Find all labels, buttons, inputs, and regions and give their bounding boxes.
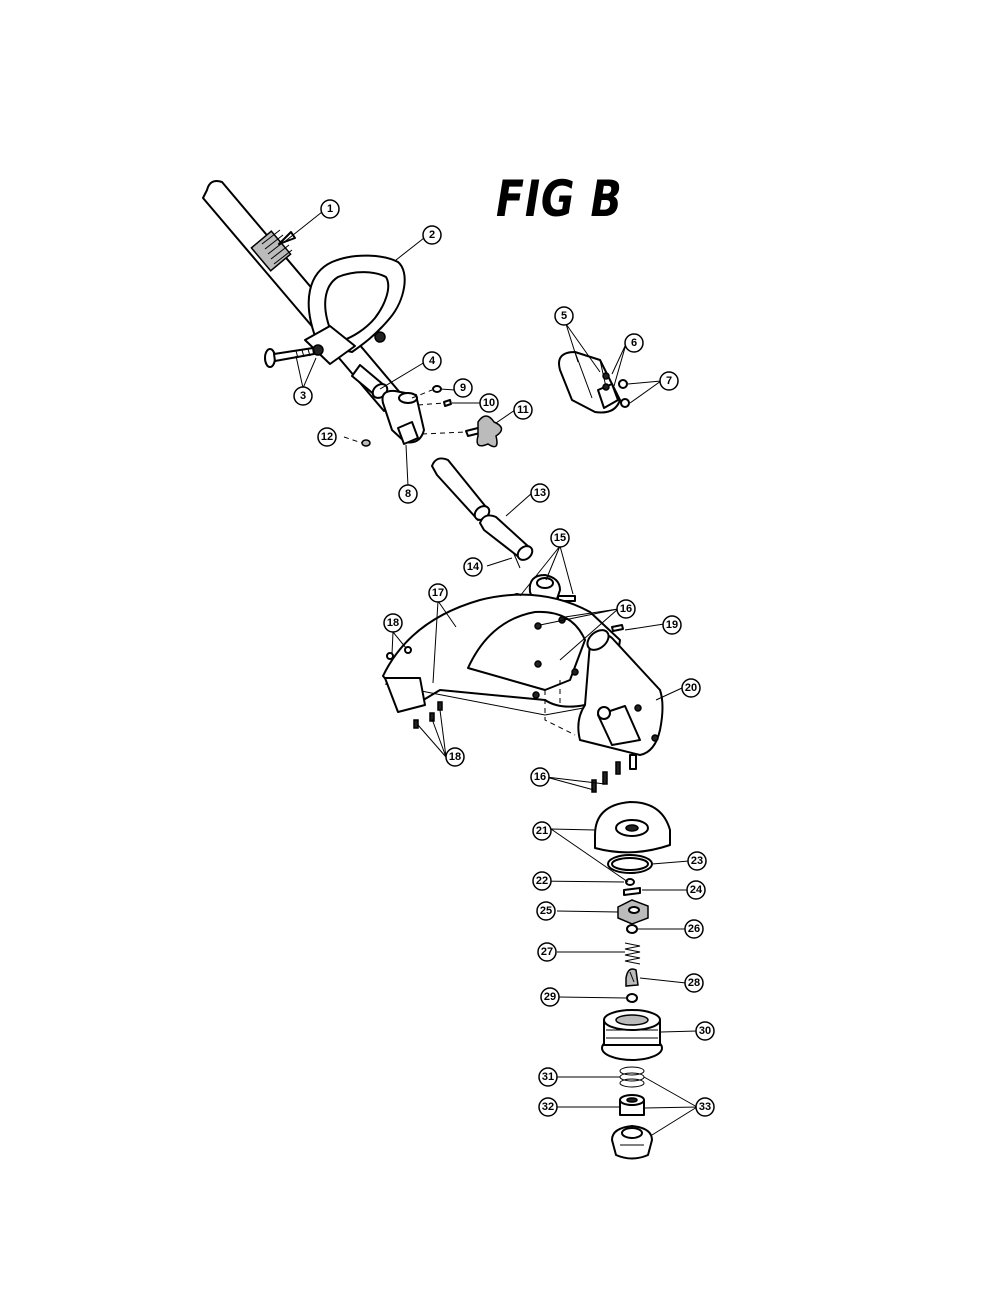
clamp-detail — [558, 351, 630, 414]
callout-23: 23 — [687, 851, 707, 871]
svg-text:28: 28 — [688, 977, 700, 989]
callout-13: 13 — [530, 483, 550, 503]
callout-26: 26 — [684, 919, 704, 939]
svg-text:3: 3 — [300, 390, 306, 402]
callout-20: 20 — [681, 678, 701, 698]
svg-text:20: 20 — [685, 682, 697, 694]
svg-text:18: 18 — [387, 617, 399, 629]
svg-text:1: 1 — [327, 203, 333, 215]
guard-screws — [386, 646, 443, 729]
callout-30: 30 — [695, 1021, 715, 1041]
svg-text:16: 16 — [534, 771, 546, 783]
svg-text:30: 30 — [699, 1025, 711, 1037]
ratchet — [617, 899, 649, 925]
svg-text:5: 5 — [561, 310, 567, 322]
svg-text:32: 32 — [542, 1101, 554, 1113]
callout-16-top: 16 — [616, 599, 636, 619]
svg-text:33: 33 — [699, 1101, 711, 1113]
callout-10: 10 — [479, 393, 499, 413]
callout-25: 25 — [536, 901, 556, 921]
callout-4: 4 — [422, 351, 442, 371]
svg-text:12: 12 — [321, 431, 333, 443]
callout-5: 5 — [554, 306, 574, 326]
svg-text:22: 22 — [536, 875, 548, 887]
svg-text:17: 17 — [432, 587, 444, 599]
svg-text:23: 23 — [691, 855, 703, 867]
callout-12: 12 — [317, 427, 337, 447]
debris-guard — [382, 593, 621, 736]
washer — [625, 878, 635, 886]
gear-head — [577, 624, 664, 770]
spring-clip — [623, 887, 641, 896]
handle-bolt — [264, 347, 315, 368]
tension-spring — [624, 942, 641, 965]
callout-27: 27 — [537, 942, 557, 962]
svg-text:4: 4 — [429, 355, 436, 367]
callout-24: 24 — [686, 880, 706, 900]
svg-text:2: 2 — [429, 229, 435, 241]
spring-washer — [626, 924, 638, 934]
callout-33: 33 — [695, 1097, 715, 1117]
callout-14: 14 — [463, 557, 483, 577]
svg-text:6: 6 — [631, 337, 637, 349]
svg-text:15: 15 — [554, 532, 566, 544]
svg-text:14: 14 — [467, 561, 480, 573]
bump-knob — [611, 1125, 653, 1160]
callout-19: 19 — [662, 615, 682, 635]
svg-text:10: 10 — [483, 397, 495, 409]
small-o-ring — [626, 993, 638, 1003]
callout-29: 29 — [540, 987, 560, 1007]
callout-21: 21 — [532, 821, 552, 841]
callout-18-bottom: 18 — [445, 747, 465, 767]
o-ring — [607, 854, 653, 874]
svg-text:9: 9 — [460, 382, 466, 394]
svg-text:29: 29 — [544, 991, 556, 1003]
d-handle — [304, 254, 406, 365]
shaft-clamp-housing — [361, 385, 452, 447]
spool-cap — [594, 801, 671, 854]
callout-32: 32 — [538, 1097, 558, 1117]
svg-text:21: 21 — [536, 825, 548, 837]
callout-1: 1 — [320, 199, 340, 219]
svg-text:18: 18 — [449, 751, 461, 763]
upper-shaft — [202, 180, 403, 412]
spool — [601, 1009, 663, 1061]
callout-18-top: 18 — [383, 613, 403, 633]
gear-head-screws — [591, 761, 621, 793]
callout-8: 8 — [398, 484, 418, 504]
lower-shaft — [431, 457, 534, 569]
callout-6: 6 — [624, 333, 644, 353]
svg-text:8: 8 — [405, 488, 411, 500]
figure-title: FIG B — [496, 170, 623, 228]
locking-knob — [465, 415, 503, 448]
eyelet — [619, 1094, 645, 1116]
svg-text:24: 24 — [690, 884, 703, 896]
svg-text:25: 25 — [540, 905, 552, 917]
svg-text:26: 26 — [688, 923, 700, 935]
callout-15: 15 — [550, 528, 570, 548]
callout-9: 9 — [453, 378, 473, 398]
svg-text:31: 31 — [542, 1071, 554, 1083]
cam — [625, 968, 639, 987]
callout-11: 11 — [513, 400, 533, 420]
callout-3: 3 — [293, 386, 313, 406]
svg-text:13: 13 — [534, 487, 546, 499]
svg-text:27: 27 — [541, 946, 553, 958]
callout-7: 7 — [659, 371, 679, 391]
callout-16-bottom: 16 — [530, 767, 550, 787]
svg-text:11: 11 — [517, 404, 529, 416]
svg-text:16: 16 — [620, 603, 632, 615]
bump-spring — [619, 1066, 645, 1088]
callout-28: 28 — [684, 973, 704, 993]
callout-22: 22 — [532, 871, 552, 891]
callout-31: 31 — [538, 1067, 558, 1087]
svg-text:7: 7 — [666, 375, 672, 387]
svg-text:19: 19 — [666, 619, 678, 631]
callout-17: 17 — [428, 583, 448, 603]
callout-2: 2 — [422, 225, 442, 245]
